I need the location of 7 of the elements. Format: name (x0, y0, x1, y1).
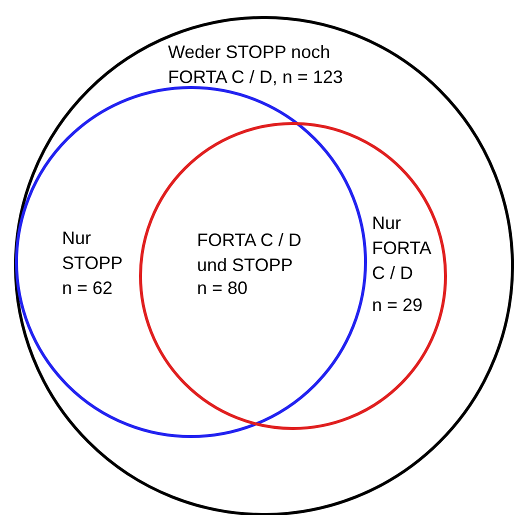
region-label: n = 80 (197, 277, 249, 300)
region-label: n = 62 (62, 277, 114, 300)
set-circle (139, 122, 447, 430)
set-label: Weder STOPP noch FORTA C / D, n = 123 (168, 41, 344, 89)
region-label: Nur FORTA C / D (372, 212, 432, 285)
set-circle (15, 86, 367, 438)
region-label: n = 29 (372, 294, 424, 317)
